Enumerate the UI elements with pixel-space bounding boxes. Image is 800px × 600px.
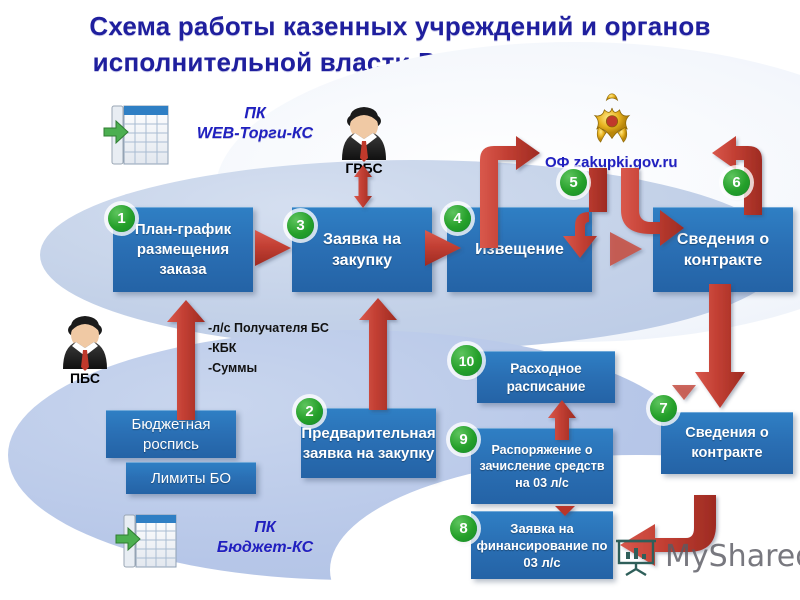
pk-web-torgi-line1: ПК	[244, 105, 266, 122]
pbs-label: ПБС	[69, 370, 101, 386]
watermark-text: MyShared	[665, 538, 800, 574]
step-box-2[interactable]: Предварительная заявка на закупку	[301, 408, 436, 478]
watermark: MyShared	[615, 536, 800, 576]
step-badge-7: 7	[650, 395, 677, 422]
bullet-list: -л/с Получателя БС -КБК -Суммы	[208, 318, 329, 378]
pk-budget-ks-label: ПК Бюджет-КС	[185, 518, 345, 558]
portal-label[interactable]: ОФ zakupki.gov.ru	[545, 154, 678, 171]
step-box-3[interactable]: Заявка на закупку	[292, 207, 432, 292]
step-badge-6: 6	[723, 169, 750, 196]
step-box-1[interactable]: План-график размещения заказа	[113, 207, 253, 292]
step-box-6[interactable]: Сведения о контракте	[653, 207, 793, 292]
step-badge-2: 2	[296, 398, 323, 425]
step-badge-10: 10	[451, 345, 482, 376]
presentation-chart-icon	[616, 539, 656, 576]
bullet-item: -КБК	[208, 341, 237, 355]
step-box-7[interactable]: Сведения о контракте	[661, 412, 793, 474]
plain-box-budget-rospis[interactable]: Бюджетная роспись	[106, 410, 236, 458]
step-box-8[interactable]: Заявка на финансирование по 03 л/с	[471, 511, 613, 579]
pbs-person-icon	[63, 316, 107, 371]
pk-web-torgi-label: ПК WEB-Торги-КС	[170, 104, 340, 144]
pk-web-torgi-icon	[103, 105, 169, 165]
plain-box-limity-bo[interactable]: Лимиты БО	[126, 462, 256, 494]
grbs-label: ГРБС	[345, 160, 383, 176]
step-badge-8: 8	[450, 515, 477, 542]
step-box-9[interactable]: Распоряжение о зачисление средств на 03 …	[471, 428, 613, 504]
step-badge-9: 9	[450, 426, 477, 453]
step-badge-5: 5	[560, 169, 587, 196]
bullet-item: -Суммы	[208, 361, 258, 375]
step-box-10[interactable]: Расходное расписание	[477, 351, 615, 403]
pk-web-torgi-line2: WEB-Торги-КС	[196, 125, 314, 142]
pk-budget-ks-line1: ПК	[254, 519, 276, 536]
step-badge-4: 4	[444, 205, 471, 232]
step-badge-1: 1	[108, 205, 135, 232]
pk-budget-ks-line2: Бюджет-КС	[216, 539, 314, 556]
step-badge-3: 3	[287, 212, 314, 239]
arrow-into-step7	[672, 385, 696, 400]
title-line-1: Схема работы казенных учреждений и орган…	[89, 11, 711, 41]
bullet-item: -л/с Получателя БС	[208, 321, 329, 335]
